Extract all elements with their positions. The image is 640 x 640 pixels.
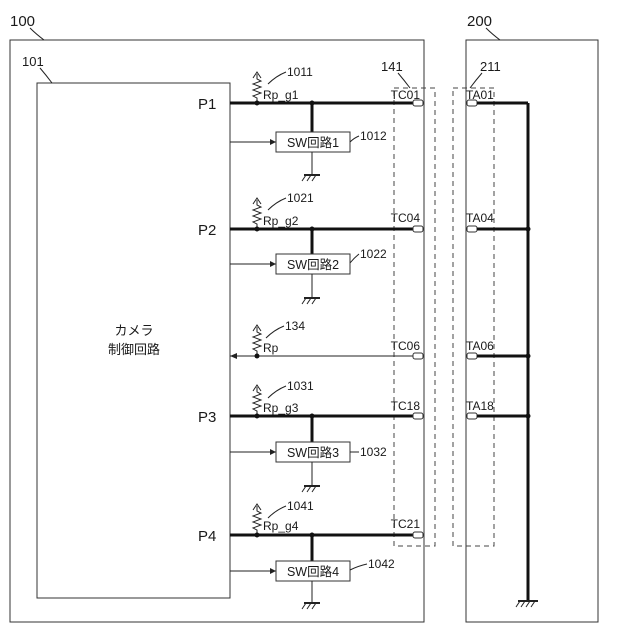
camera-pin-terminal [413, 226, 423, 232]
camera-pin-label: TC01 [391, 88, 421, 102]
sw-circuit-ref: 1032 [360, 445, 387, 459]
bus-junction-dot [526, 354, 531, 359]
accessory-connector-ref: 211 [480, 59, 501, 74]
control-circuit-name-line2: 制御回路 [108, 342, 160, 357]
camera-pin-label: TC06 [391, 339, 421, 353]
camera-ref-label: 100 [10, 13, 35, 30]
accessory-pin-terminal [467, 353, 477, 359]
bus-junction-dot [526, 227, 531, 232]
accessory-pin-label: TA18 [466, 399, 494, 413]
junction-dot [255, 533, 260, 538]
control-ref-label: 101 [22, 54, 44, 69]
port-label: P3 [198, 409, 216, 426]
resistor-ref: 134 [285, 319, 305, 333]
accessory-ref-leader [486, 28, 500, 40]
accessory-pin-terminal [467, 413, 477, 419]
sw-circuit-label: SW回路2 [287, 257, 339, 272]
sw-circuit-label: SW回路3 [287, 445, 339, 460]
camera-pin-label: TC04 [391, 211, 421, 225]
sw-circuit-label: SW回路4 [287, 564, 339, 579]
resistor-ref: 1041 [287, 499, 314, 513]
sw-circuit-ref: 1042 [368, 557, 395, 571]
resistor-ref: 1021 [287, 191, 314, 205]
camera-ref-leader [30, 28, 44, 40]
port-label: P4 [198, 528, 216, 545]
resistor-label: Rp_g3 [263, 401, 299, 415]
camera-control-circuit-box [37, 83, 230, 598]
accessory-box [466, 40, 598, 622]
port-label: P2 [198, 222, 216, 239]
resistor-ref: 1011 [287, 65, 313, 79]
junction-dot [255, 414, 260, 419]
accessory-pin-label: TA04 [466, 211, 494, 225]
control-circuit-name-line1: カメラ [114, 323, 153, 338]
camera-pin-label: TC21 [391, 517, 421, 531]
camera-pin-terminal [413, 353, 423, 359]
junction-dot [255, 101, 260, 106]
sw-circuit-label: SW回路1 [287, 135, 339, 150]
camera-pin-terminal [413, 413, 423, 419]
camera-pin-label: TC18 [391, 399, 421, 413]
camera-connector-ref: 141 [381, 59, 403, 74]
junction-dot [255, 354, 260, 359]
camera-pin-terminal [413, 532, 423, 538]
resistor-ref: 1031 [287, 379, 314, 393]
sw-circuit-ref: 1012 [360, 129, 387, 143]
resistor-label: Rp_g1 [263, 88, 299, 102]
accessory-pin-label: TA01 [466, 88, 494, 102]
accessory-pin-label: TA06 [466, 339, 494, 353]
resistor-label: Rp [263, 341, 279, 355]
junction-dot [255, 227, 260, 232]
port-label: P1 [198, 96, 216, 113]
accessory-pin-terminal [467, 226, 477, 232]
resistor-label: Rp_g4 [263, 519, 299, 533]
bus-junction-dot [526, 414, 531, 419]
resistor-label: Rp_g2 [263, 214, 299, 228]
accessory-ref-label: 200 [467, 13, 492, 30]
sw-circuit-ref: 1022 [360, 247, 387, 261]
